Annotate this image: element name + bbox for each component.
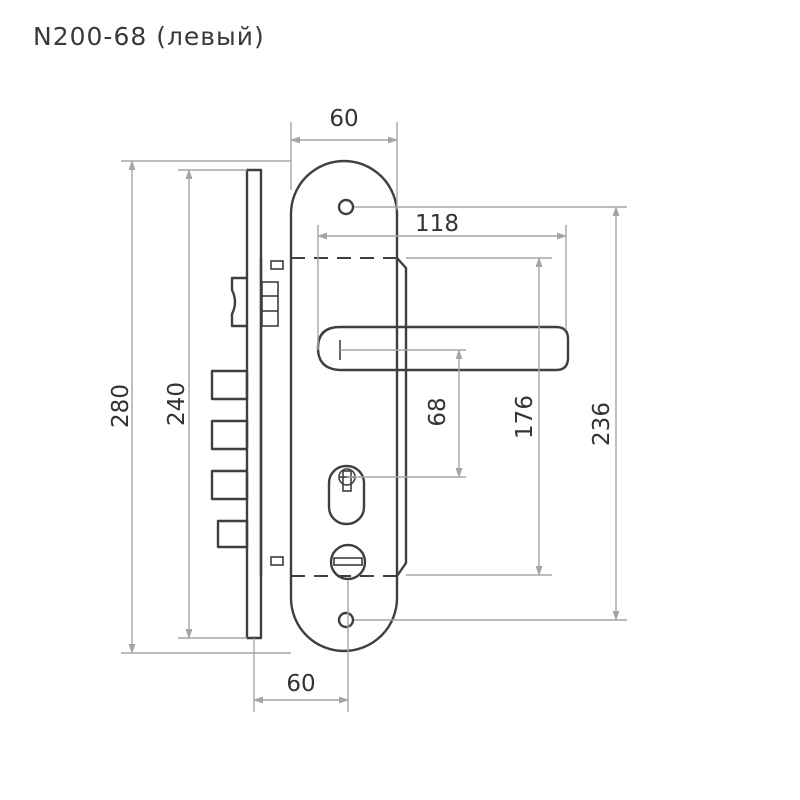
- dim-plate-width: 60: [290, 106, 398, 210]
- escutcheon-plate: [289, 159, 408, 653]
- lock-body: [210, 168, 405, 640]
- door-handle: [316, 325, 570, 372]
- dim-screw-spacing: 236: [354, 206, 627, 621]
- dim-lock-width: 60: [253, 580, 349, 712]
- dim-center-spacing: 176: [406, 257, 552, 576]
- dim-handle-length: 118: [317, 211, 567, 350]
- dim-faceplate-height: 240: [164, 169, 247, 639]
- cylinder-keyhole: [327, 464, 366, 526]
- bottom-screw-hole: [337, 611, 355, 629]
- lock-case: [261, 258, 405, 576]
- faceplate: [245, 168, 263, 640]
- top-screw-hole: [337, 198, 355, 216]
- dim-label-handle-length: 118: [415, 211, 459, 237]
- thumbturn: [329, 543, 367, 581]
- dim-label-plate-width: 60: [329, 106, 358, 132]
- dim-label-backset: 68: [425, 397, 451, 426]
- latch-bolt: [230, 276, 279, 328]
- dim-label-lock-width: 60: [286, 671, 315, 697]
- dim-label-faceplate-height: 240: [164, 382, 190, 426]
- deadbolt-1: [210, 369, 249, 401]
- dim-label-screw-spacing: 236: [589, 402, 615, 446]
- deadbolt-2: [210, 419, 249, 451]
- deadbolt-4: [216, 519, 249, 549]
- page-title: N200-68 (левый): [33, 22, 265, 51]
- dim-backset: 68: [340, 349, 466, 478]
- deadbolt-3: [210, 469, 249, 501]
- dim-label-center-spacing: 176: [512, 395, 538, 439]
- dim-total-height: 280: [108, 160, 291, 654]
- dim-label-total-height: 280: [108, 384, 134, 428]
